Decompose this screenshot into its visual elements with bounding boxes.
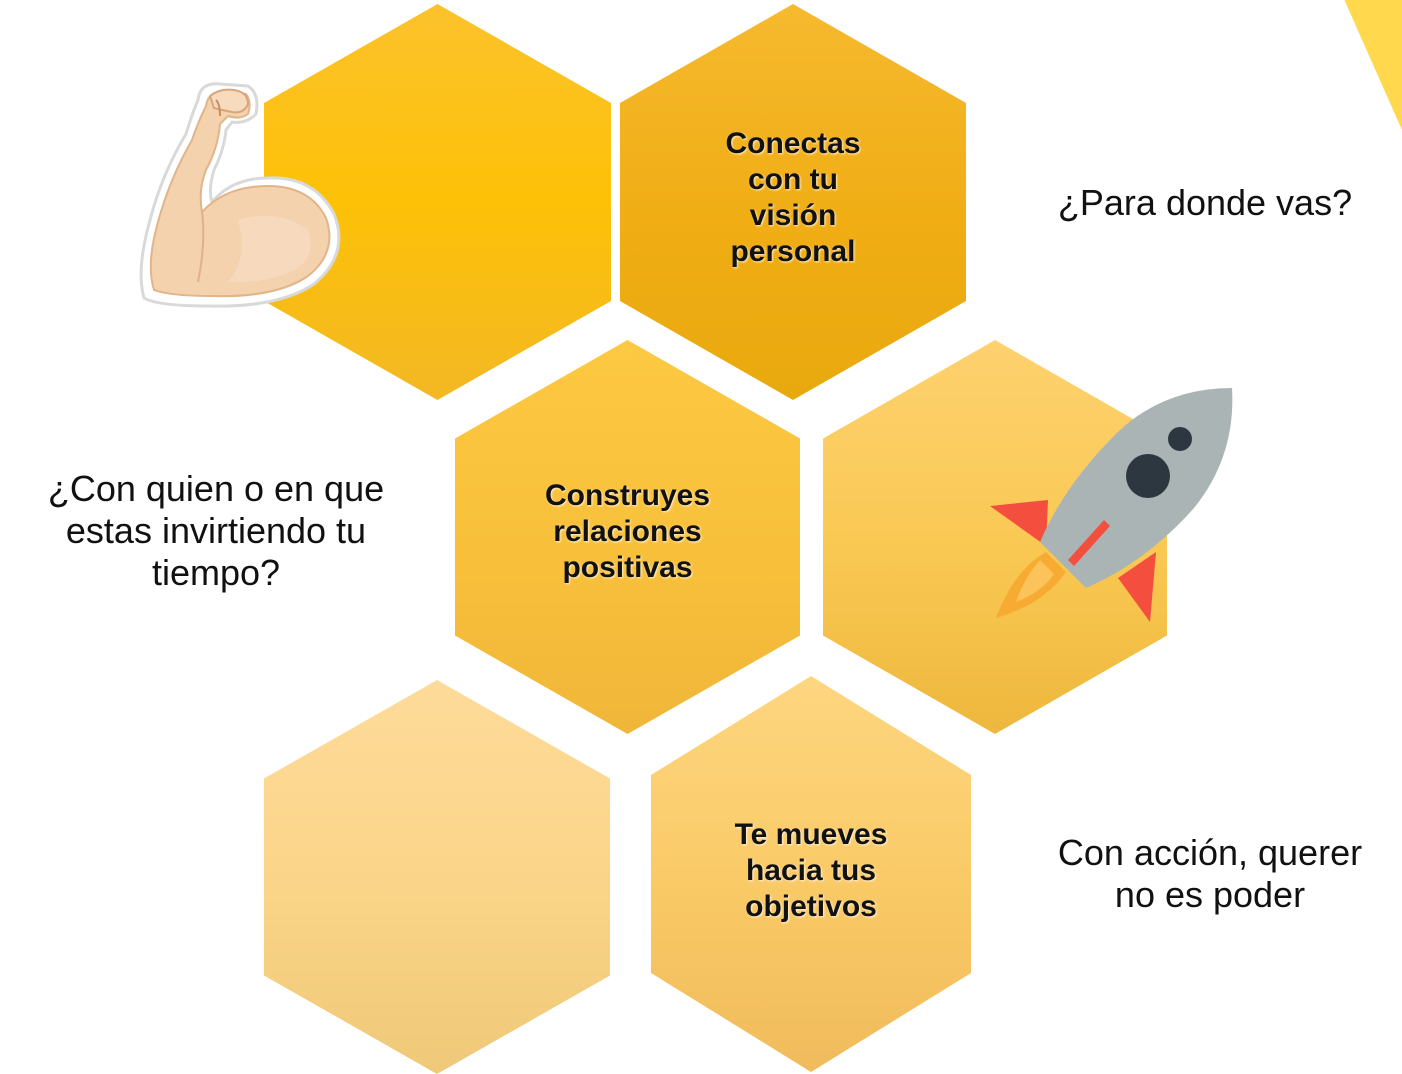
- corner-accent-shape: [1344, 0, 1402, 130]
- hexagon-bottom-right: Te mueves hacia tus objetivos: [651, 676, 971, 1072]
- statement-con-accion: Con acción, querer no es poder: [1057, 832, 1363, 915]
- hexagon-label-objetivos: Te mueves hacia tus objetivos: [734, 818, 888, 923]
- flexed-biceps-icon: [128, 70, 364, 324]
- hexagon-label-vision: Conectas con tu visión personal: [725, 127, 861, 268]
- hexagon-label-relaciones: Construyes relaciones positivas: [544, 479, 711, 584]
- hexagon-middle-left: Construyes relaciones positivas: [455, 340, 800, 734]
- hexagon-bottom-left: [264, 680, 610, 1074]
- hexagon-top-right: Conectas con tu visión personal: [620, 4, 966, 400]
- question-con-quien: ¿Con quien o en que estas invirtiendo tu…: [47, 468, 385, 593]
- question-para-donde-vas: ¿Para donde vas?: [1057, 182, 1353, 223]
- rocket-icon: [970, 382, 1240, 644]
